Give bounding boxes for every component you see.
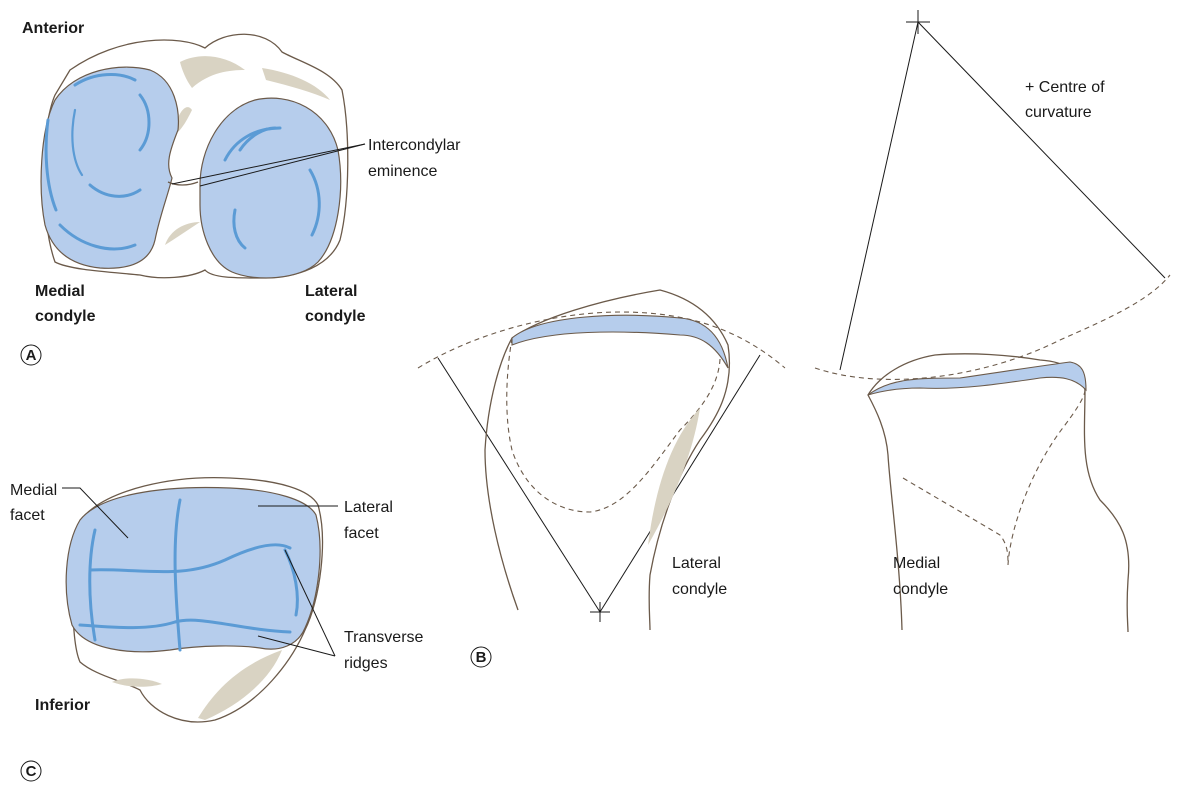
panel-b-medial-meniscus (868, 362, 1086, 395)
svg-text:B: B (476, 649, 487, 666)
label-anterior: Anterior (22, 20, 84, 37)
panel-b-medial-radius-left (840, 22, 918, 370)
svg-text:A: A (26, 347, 37, 364)
label-c-lateral-facet: Lateral facet (344, 499, 397, 542)
panel-c (62, 478, 338, 722)
panel-b-medial-inner-dashed (903, 390, 1085, 565)
panel-b-lateral-centre-cross (590, 602, 610, 622)
label-inferior: Inferior (35, 697, 90, 714)
panel-b-medial-radius-right (918, 22, 1165, 278)
label-a-medial-condyle: Medial condyle (35, 283, 96, 325)
label-centre-of-curvature: + Centre of curvature (1025, 79, 1109, 121)
panel-a-letter-badge: A (21, 345, 41, 365)
label-c-transverse-ridges: Transverse ridges (344, 629, 428, 672)
label-a-lateral-condyle: Lateral condyle (305, 283, 366, 325)
panel-b-medial-reference-arc (815, 275, 1170, 379)
label-b-lateral-condyle: Lateral condyle (672, 555, 727, 598)
panel-a (41, 34, 365, 278)
panel-b-lateral-radius-left (438, 358, 600, 612)
label-intercondylar-eminence: Intercondylar eminence (368, 137, 465, 180)
svg-text:C: C (26, 763, 37, 780)
panel-a-lateral-condyle-surface (200, 98, 341, 278)
panel-b-lateral-meniscus (512, 315, 728, 368)
panel-c-letter-badge: C (21, 761, 41, 781)
panel-b-lateral-radius-right (600, 355, 760, 612)
panel-b-lateral-tan-mark (648, 408, 700, 545)
label-b-medial-condyle: Medial condyle (893, 555, 948, 598)
panel-b-letter-badge: B (471, 647, 491, 667)
label-c-medial-facet: Medial facet (10, 482, 62, 524)
